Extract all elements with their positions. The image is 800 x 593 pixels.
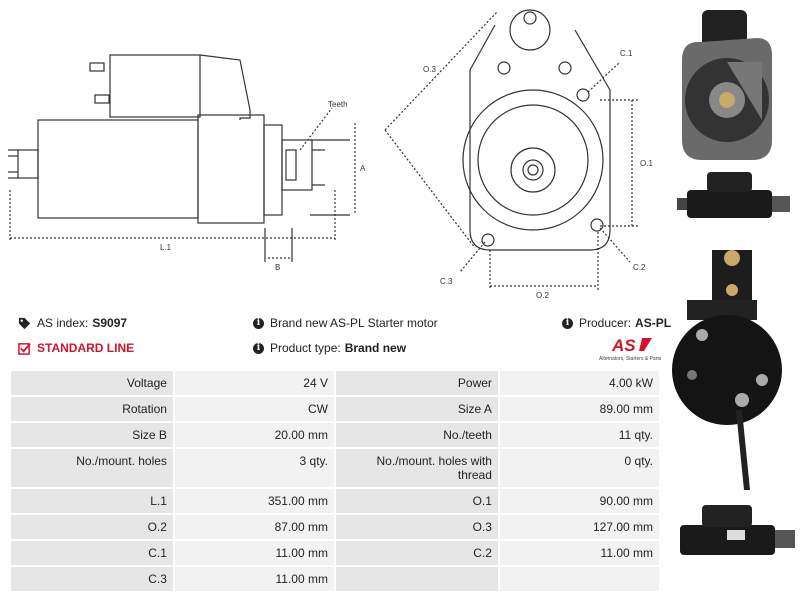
logo-text: AS [611, 336, 636, 355]
spec-label: No./mount. holes with thread [335, 449, 498, 487]
product-type-label: Product type: [270, 341, 341, 355]
label-a: A [360, 164, 366, 173]
label-c3: C.3 [440, 277, 453, 286]
as-pl-logo: AS Alternators, Starters & Parts [599, 336, 662, 362]
spec-value: 90.00 mm [499, 489, 659, 513]
standard-line-text: STANDARD LINE [37, 341, 135, 355]
description-line: i Brand new AS-PL Starter motor [253, 316, 438, 330]
spec-value: CW [174, 397, 334, 421]
spec-label: No./teeth [335, 423, 498, 447]
spec-value: 20.00 mm [174, 423, 334, 447]
product-photos [672, 10, 795, 555]
spec-value: 11.00 mm [174, 567, 334, 591]
checkbox-check-icon [18, 342, 31, 355]
producer-label: Producer: [579, 316, 632, 330]
label-o3: O.3 [423, 65, 436, 74]
spec-label: C.2 [335, 541, 498, 565]
product-type-value: Brand new [344, 341, 407, 355]
spec-value: 87.00 mm [174, 515, 334, 539]
spec-label: Size A [335, 397, 498, 421]
spec-label: O.2 [11, 515, 173, 539]
spec-value: 4.00 kW [499, 371, 659, 395]
product-type-line: i Product type: Brand new [253, 341, 406, 355]
label-b: B [275, 263, 280, 272]
spec-label: Voltage [11, 371, 173, 395]
photo-side-bottom [680, 505, 795, 555]
spec-label: O.3 [335, 515, 498, 539]
front-view-drawing [462, 9, 611, 251]
photo-side-small [677, 172, 790, 218]
spec-value: 11.00 mm [499, 541, 659, 565]
spec-label: No./mount. holes [11, 449, 173, 487]
spec-label: C.3 [11, 567, 173, 591]
technical-drawing: Teeth A B L.1 O.1 O.2 O.3 C.1 C.2 C.3 [8, 9, 653, 300]
label-teeth: Teeth [328, 100, 348, 109]
spec-value: 0 qty. [499, 449, 659, 487]
spec-label: L.1 [11, 489, 173, 513]
label-c2: C.2 [633, 263, 646, 272]
spec-value: 11.00 mm [174, 541, 334, 565]
spec-value: 127.00 mm [499, 515, 659, 539]
spec-label: Rotation [11, 397, 173, 421]
standard-line-badge: STANDARD LINE [18, 341, 134, 355]
logo-tagline: Alternators, Starters & Parts [599, 356, 662, 362]
info-icon: i [562, 317, 573, 329]
description-text: Brand new AS-PL Starter motor [270, 316, 438, 330]
as-index-value: S9097 [92, 316, 128, 330]
spec-value: 89.00 mm [499, 397, 659, 421]
label-o1: O.1 [640, 159, 653, 168]
spec-value [499, 567, 659, 591]
tag-icon [18, 317, 31, 329]
spec-value: 3 qty. [174, 449, 334, 487]
as-index-label: AS index: [37, 316, 89, 330]
spec-label: Power [335, 371, 498, 395]
photo-front [682, 10, 772, 160]
label-l1: L.1 [160, 243, 172, 252]
label-c1: C.1 [620, 49, 633, 58]
spec-value: 24 V [174, 371, 334, 395]
side-view-drawing [8, 54, 350, 262]
spec-label [335, 567, 498, 591]
spec-value: 11 qty. [499, 423, 659, 447]
label-o2: O.2 [536, 291, 549, 300]
spec-value: 351.00 mm [174, 489, 334, 513]
info-icon: i [253, 317, 264, 329]
spec-label: Size B [11, 423, 173, 447]
producer-line: i Producer: AS-PL [562, 316, 671, 330]
spec-label: C.1 [11, 541, 173, 565]
photo-rear [672, 250, 782, 490]
dimension-lines [9, 11, 638, 290]
producer-value: AS-PL [635, 316, 672, 330]
info-icon: i [253, 342, 264, 354]
spec-label: O.1 [335, 489, 498, 513]
as-index-line: AS index: S9097 [18, 316, 127, 330]
